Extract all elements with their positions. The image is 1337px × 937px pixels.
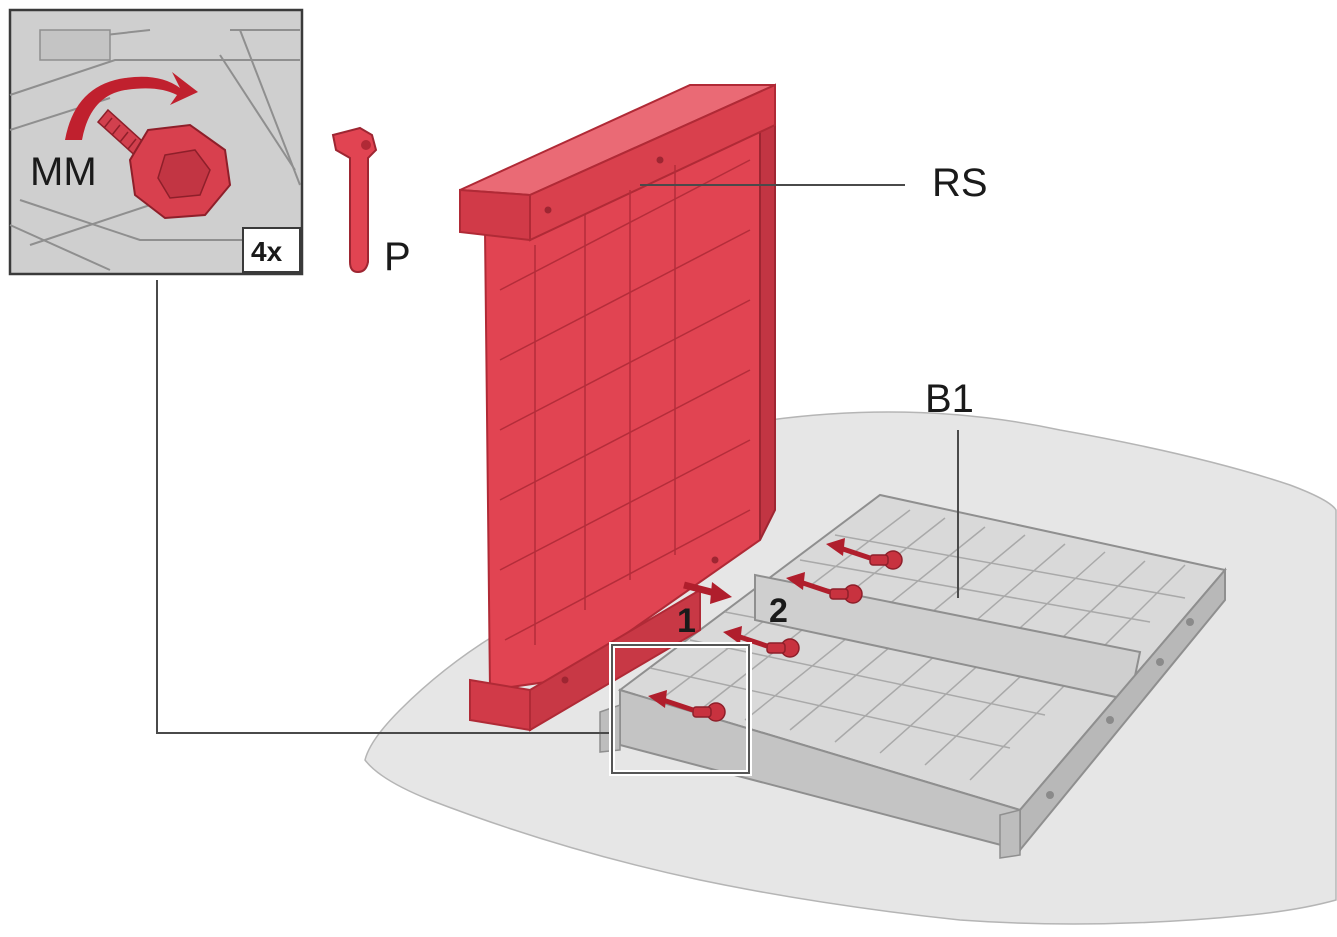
inset-count: 4x [251, 236, 283, 267]
label-mm: MM [30, 150, 97, 194]
label-p: P [384, 235, 411, 279]
base-b1 [599, 493, 1227, 859]
label-b1: B1 [925, 377, 974, 421]
step-two: 2 [769, 592, 788, 630]
inset-detail [8, 8, 304, 276]
label-rs: RS [932, 161, 988, 205]
tool-p [331, 126, 378, 274]
step-one: 1 [677, 602, 696, 640]
rotate-arrow-icon [65, 72, 198, 140]
insert-arrow-icon [648, 538, 903, 722]
